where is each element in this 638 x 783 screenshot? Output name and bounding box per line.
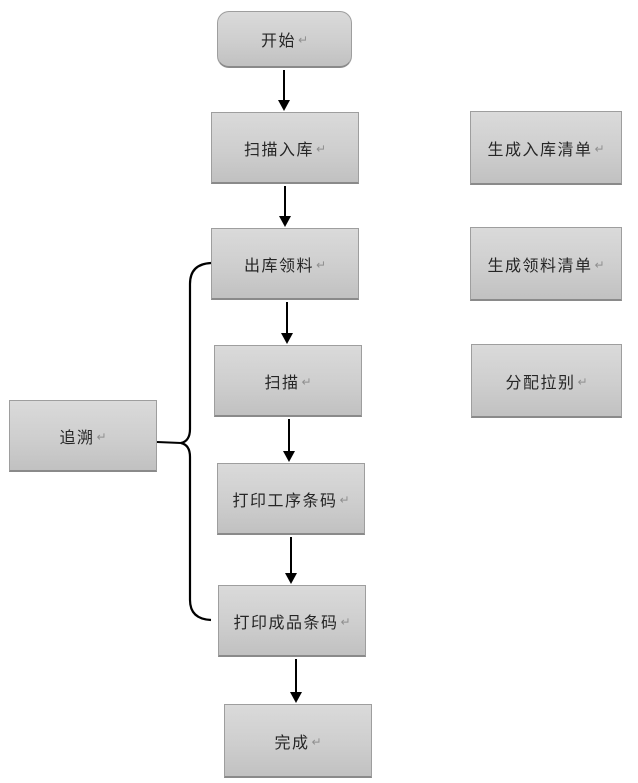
flow-node-label: 打印成品条码 [233,612,339,632]
flow-node-print-product-barcode: 打印成品条码 ↵ [218,585,366,657]
flow-node-label: 分配拉别 [505,372,576,392]
arrow-start-to-scan-inbound [278,70,290,111]
arrow-print-process-to-print-product [285,537,297,584]
paragraph-return-mark: ↵ [315,257,327,272]
flow-node-assign-line: 分配拉别 ↵ [471,344,622,418]
flow-node-trace: 追溯 ↵ [9,400,157,472]
paragraph-return-mark: ↵ [315,141,327,156]
paragraph-return-mark: ↵ [340,614,351,629]
flow-node-generate-inbound-list: 生成入库清单 ↵ [470,111,622,185]
paragraph-return-mark: ↵ [339,492,350,507]
paragraph-return-mark: ↵ [96,429,107,444]
paragraph-return-mark: ↵ [311,734,322,749]
flow-node-label: 生成领料清单 [487,255,593,275]
flow-node-label: 生成入库清单 [487,139,593,159]
paragraph-return-mark: ↵ [577,374,588,389]
flow-node-label: 出库领料 [243,255,314,275]
arrow-outbound-to-scan [281,302,293,344]
flow-node-label: 开始 [260,31,296,50]
paragraph-return-mark: ↵ [594,257,605,272]
flow-node-label: 扫描 [264,372,300,392]
flow-node-start: 开始 ↵ [217,11,352,68]
flow-node-generate-picking-list: 生成领料清单 ↵ [470,227,622,301]
flow-node-scan-inbound: 扫描入库 ↵ [211,112,359,184]
flow-node-label: 追溯 [59,427,95,447]
arrow-scan-inbound-to-outbound [279,186,291,227]
arrow-scan-to-print-process [283,419,295,462]
flow-node-label: 打印工序条码 [232,490,338,510]
trace-connector-line [156,441,182,444]
paragraph-return-mark: ↵ [301,374,312,389]
paragraph-return-mark: ↵ [297,33,309,47]
flow-node-label: 扫描入库 [243,139,314,159]
flow-node-label: 完成 [274,732,310,752]
arrow-print-product-to-finish [290,659,302,703]
flow-node-scan: 扫描 ↵ [214,345,362,417]
paragraph-return-mark: ↵ [594,141,605,156]
flow-node-print-process-barcode: 打印工序条码 ↵ [217,463,365,535]
flow-node-finish: 完成 ↵ [224,704,372,778]
flow-node-outbound-picking: 出库领料 ↵ [211,228,359,300]
trace-brace [180,261,212,622]
